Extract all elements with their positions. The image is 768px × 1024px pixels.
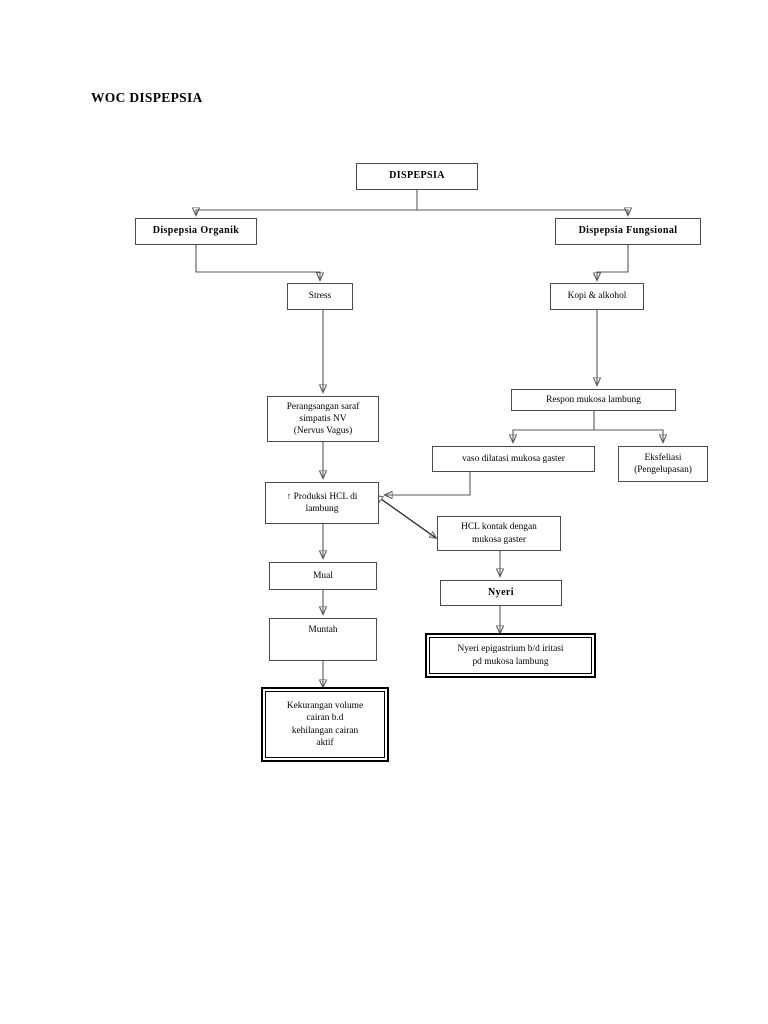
node-dispepsia-organik[interactable]: Dispepsia Organik — [135, 218, 257, 245]
node-label: Respon mukosa lambung — [546, 394, 641, 405]
node-label: DISPEPSIA — [389, 170, 445, 182]
node-label: Kekurangan volume cairan b.d kehilangan … — [286, 701, 364, 748]
node-respon-mukosa-lambung[interactable]: Respon mukosa lambung — [511, 389, 676, 411]
node-label: Stress — [308, 291, 332, 302]
node-label: Nyeri — [488, 586, 514, 598]
node-label: Eksfeliasi (Pengelupasan) — [634, 452, 692, 475]
node-eksfeliasi[interactable]: Eksfeliasi (Pengelupasan) — [618, 446, 708, 482]
node-kopi-alkohol[interactable]: Kopi & alkohol — [550, 283, 644, 310]
node-label: ↑ Produksi HCL di lambung — [286, 491, 358, 514]
node-diagnosis-nyeri-epigastrium[interactable]: Nyeri epigastrium b/d iritasi pd mukosa … — [425, 633, 596, 678]
node-mual[interactable]: Mual — [269, 562, 377, 590]
node-label: vaso dilatasi mukosa gaster — [462, 453, 565, 464]
node-label: Dispepsia Organik — [152, 225, 240, 237]
node-produksi-hcl-lambung[interactable]: ↑ Produksi HCL di lambung — [265, 482, 379, 524]
node-perangsangan-saraf-simpatis[interactable]: Perangsangan saraf simpatis NV (Nervus V… — [267, 396, 379, 442]
node-hcl-kontak-mukosa-gaster[interactable]: HCL kontak dengan mukosa gaster — [437, 516, 561, 551]
node-muntah[interactable]: Muntah — [269, 618, 377, 661]
node-dispepsia[interactable]: DISPEPSIA — [356, 163, 478, 190]
node-label: Nyeri epigastrium b/d iritasi pd mukosa … — [457, 644, 564, 667]
page-title: WOC DISPEPSIA — [91, 90, 203, 105]
node-label: Dispepsia Fungsional — [578, 225, 678, 237]
node-stress[interactable]: Stress — [287, 283, 353, 310]
node-label: Perangsangan saraf simpatis NV (Nervus V… — [286, 401, 360, 437]
node-label: Kopi & alkohol — [567, 291, 627, 302]
node-diagnosis-kekurangan-volume-cairan[interactable]: Kekurangan volume cairan b.d kehilangan … — [261, 687, 389, 762]
node-nyeri[interactable]: Nyeri — [440, 580, 562, 606]
node-dispepsia-fungsional[interactable]: Dispepsia Fungsional — [555, 218, 701, 245]
node-vaso-dilatasi-mukosa-gaster[interactable]: vaso dilatasi mukosa gaster — [432, 446, 595, 472]
node-label: Muntah — [308, 625, 338, 635]
node-label: HCL kontak dengan mukosa gaster — [461, 522, 537, 545]
node-label: Mual — [313, 570, 333, 581]
